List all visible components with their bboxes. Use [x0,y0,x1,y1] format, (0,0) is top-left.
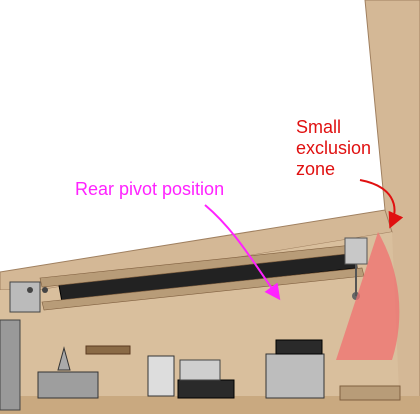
rear-pivot-label: Rear pivot position [75,179,225,199]
exclusion-zone [336,232,400,360]
left-knob-2 [42,287,48,293]
transformer [265,353,325,399]
tray [85,345,131,355]
transformer-top [275,339,323,355]
cone [57,346,71,371]
left-bracket [9,281,41,313]
rear-pivot-arrow [204,204,281,301]
left-control-box [0,319,21,411]
circuit-board [177,379,235,399]
component-box-b [147,355,175,397]
floor-board [0,396,420,414]
component-box-c [179,359,221,381]
right-floor-block [339,385,401,401]
component-box-a [37,371,99,399]
exclusion-zone-label: Small exclusion zone [296,117,372,179]
left-knob [27,287,33,293]
pivot-bracket [344,237,368,265]
side-panel [364,0,420,414]
exclusion-arrow [359,179,404,229]
